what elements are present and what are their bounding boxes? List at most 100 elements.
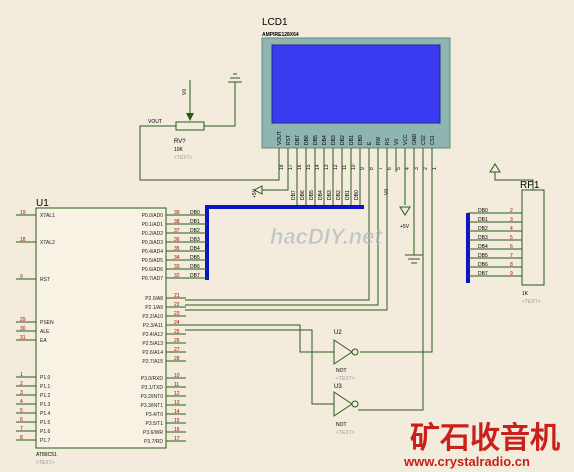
rp-vcc-arrow <box>489 163 501 173</box>
mcu-pin-number: 33 <box>174 264 180 270</box>
lcd-pin-number: 18 <box>279 164 285 170</box>
lcd-pin-number: 4 <box>405 167 411 170</box>
rp-pin-label: DB6 <box>478 262 488 268</box>
mcu-pin-name: P2.0/A8 <box>145 296 163 302</box>
rp-pin-number: 3 <box>510 217 513 223</box>
mcu-pin-name: P0.1/AD1 <box>142 222 164 228</box>
lcd-wire-label: DB4 <box>318 190 324 200</box>
data-bus <box>205 205 364 280</box>
mcu-pin-number: 12 <box>174 391 180 397</box>
gate-u3-body <box>333 391 353 417</box>
lcd-pin-name: CS1 <box>430 135 436 145</box>
lcd-pin-number: 16 <box>297 164 303 170</box>
mcu-pin-name: P1.6 <box>40 429 51 435</box>
rst-vcc-arrow <box>252 185 263 195</box>
lcd-vcc-arrow <box>399 206 411 216</box>
mcu-pin-number: 3 <box>20 390 23 396</box>
mcu-pin-name: P2.7/A15 <box>142 359 163 365</box>
rv-vout-label: VOUT <box>148 119 162 125</box>
mcu-pin-number: 16 <box>174 427 180 433</box>
gate-u3-type: NOT <box>336 422 347 428</box>
mcu-pin-name: P0.7/AD7 <box>142 276 164 282</box>
mcu-pin-number: 11 <box>174 382 179 388</box>
rp-pin-number: 7 <box>510 253 513 259</box>
lcd-pin-number: 3 <box>414 167 420 170</box>
p0-wire-label: DB2 <box>190 228 200 234</box>
mcu-pin-name: P2.6/A14 <box>142 350 163 356</box>
mcu-pin-name: P1.7 <box>40 438 51 444</box>
lcd-pin-number: 15 <box>306 164 312 170</box>
mcu-pin-name: P0.2/AD2 <box>142 231 164 237</box>
lcd-pin-name: DB4 <box>322 135 328 145</box>
mcu-pin-number: 32 <box>174 273 180 279</box>
rp-pin-label: DB1 <box>478 217 488 223</box>
lcd-ref: LCD1 <box>262 17 288 28</box>
mcu-pin-name: P0.5/AD5 <box>142 258 164 264</box>
mcu-pin-name: P1.4 <box>40 411 51 417</box>
mcu-ref: U1 <box>36 198 49 209</box>
lcd-pin-number: 5 <box>396 167 402 170</box>
mcu-part: AT89C51 <box>36 452 57 458</box>
mcu-pin-number: 8 <box>20 435 23 441</box>
footer-url: www.crystalradio.cn <box>403 454 530 469</box>
mcu-pin-name: P2.2/A10 <box>142 314 163 320</box>
lcd-pin-number: 9 <box>360 167 366 170</box>
rp-pin-label: DB0 <box>478 208 488 214</box>
p0-wire-label: DB1 <box>190 219 200 225</box>
gate-wires <box>185 324 334 405</box>
mcu-pin-name: P0.6/AD6 <box>142 267 164 273</box>
mcu-pin-number: 19 <box>20 210 26 216</box>
mcu-pin-name: P3.0/RXD <box>141 376 164 382</box>
mcu-pin-name: EA <box>40 338 47 344</box>
mcu-pin-name: P2.4/A12 <box>142 332 163 338</box>
lcd-pin-name: VCC <box>403 134 409 145</box>
rp-pin-label: DB5 <box>478 253 488 259</box>
lcd-wire-label: DB2 <box>336 190 342 200</box>
lcd-pin-number: 17 <box>288 164 294 170</box>
lcd-pin-name: DB2 <box>340 135 346 145</box>
lcd-screen <box>271 44 441 124</box>
rp-ref: RP1 <box>520 180 540 191</box>
lcd-pin-name: DB6 <box>304 135 310 145</box>
lcd-pin-number: 13 <box>324 164 330 170</box>
gate-u3-ref: U3 <box>334 384 342 390</box>
mcu-pin-number: 23 <box>174 311 180 317</box>
rp-body <box>521 189 545 286</box>
mcu-pin-name: P3.6/WR <box>143 430 163 436</box>
lcd-wire-label: DB1 <box>345 190 351 200</box>
mcu-pin-name: P3.4/T0 <box>145 412 163 418</box>
mcu-pin-number: 4 <box>20 399 23 405</box>
mcu-pin-name: XTAL1 <box>40 213 55 219</box>
rv-right-wire <box>204 82 236 127</box>
lcd-control-wires <box>185 172 433 411</box>
gate-u2-body <box>333 339 353 365</box>
mcu-pin-number: 24 <box>174 320 180 326</box>
rp-pin-number: 5 <box>510 235 513 241</box>
mcu-pin-number: 22 <box>174 302 180 308</box>
mcu-pin-name: ALE <box>40 329 50 335</box>
rp-pin-label: DB7 <box>478 271 488 277</box>
rst-vcc-label: +5V <box>252 188 258 198</box>
lcd-wire-label: DB7 <box>291 190 297 200</box>
p0-wire-label: DB3 <box>190 237 200 243</box>
mcu-pin-name: P3.1/TXD <box>141 385 163 391</box>
footer-brand: 矿石收音机 <box>410 421 560 455</box>
gate-u2-bubble <box>351 348 359 356</box>
lcd-pin-name: RST <box>286 135 292 145</box>
mcu-pin-name: P0.0/AD0 <box>142 213 164 219</box>
rst-wire <box>262 156 289 191</box>
mcu-right-pins: 39P0.0/AD038P0.1/AD137P0.2/AD236P0.3/AD3… <box>140 210 186 445</box>
lcd-wire-label: DB5 <box>309 190 315 200</box>
lcd-pin-name: E <box>367 141 373 145</box>
watermark-text: hacDIY.net <box>270 224 383 249</box>
lcd-wire-label: DB3 <box>327 190 333 200</box>
rv-text: <TEXT> <box>174 155 193 161</box>
lcd-pin-number: 8 <box>369 167 375 170</box>
rv-vout-wire <box>139 125 280 181</box>
lcd-pin-name: VOUT <box>277 131 283 145</box>
